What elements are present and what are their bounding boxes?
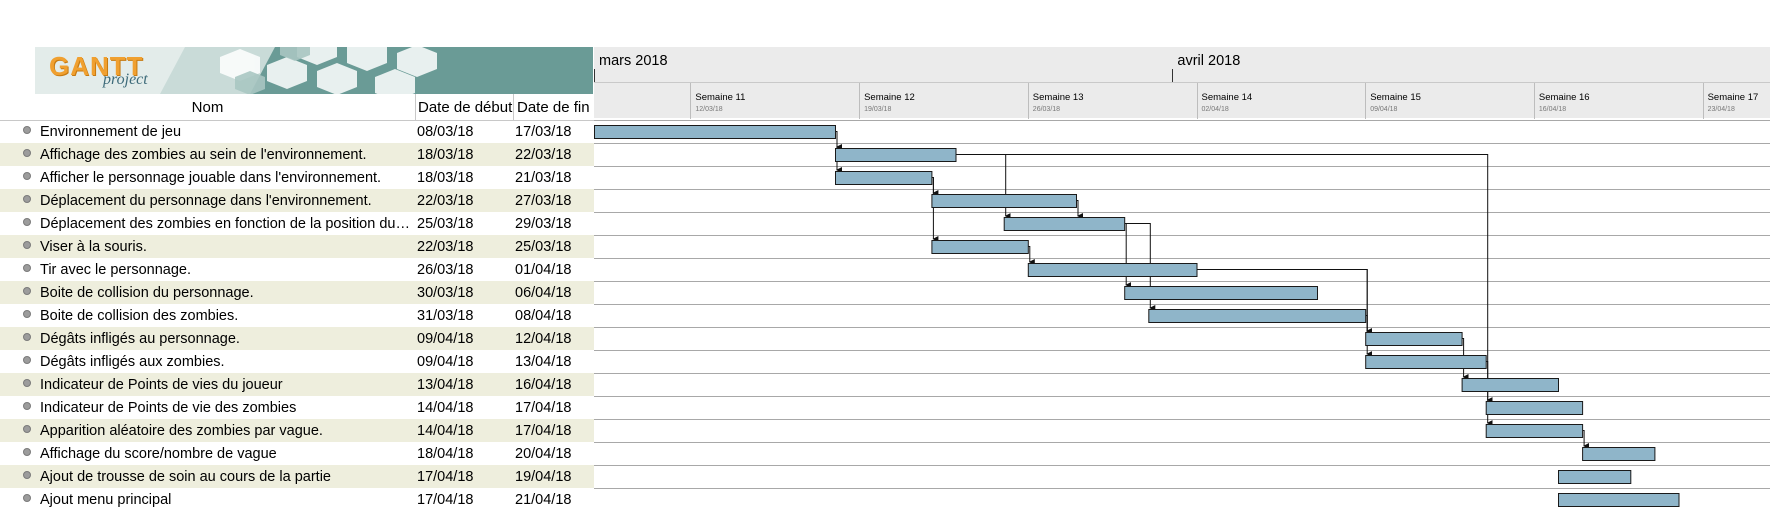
task-bar[interactable] — [835, 148, 957, 162]
week-date: 19/03/18 — [864, 106, 892, 113]
week-column-header: Semaine 11 12/03/18 — [690, 83, 860, 119]
task-bar[interactable] — [1003, 217, 1126, 231]
week-column-header: Semaine 12 19/03/18 — [859, 83, 1029, 119]
week-label: Semaine 11 — [695, 92, 746, 103]
honeycomb-logo-graphic — [35, 47, 437, 94]
task-bullet-icon — [23, 172, 31, 180]
task-bar[interactable] — [931, 194, 1078, 208]
month-label: mars 2018 — [599, 53, 668, 69]
task-bullet-icon — [23, 149, 31, 157]
task-bullet-icon — [23, 448, 31, 456]
week-date: 16/04/18 — [1538, 106, 1567, 113]
week-label: Semaine 17 — [1707, 92, 1759, 103]
task-bullet-icon — [23, 425, 31, 433]
task-bullet-icon — [23, 379, 31, 387]
task-bar[interactable] — [1582, 447, 1656, 461]
task-table-header: Nom Date de début Date de fin — [0, 94, 594, 121]
task-bar[interactable] — [1485, 401, 1584, 415]
task-bullet-icon — [23, 310, 31, 318]
task-bullet-icon — [23, 333, 31, 341]
table-row[interactable]: Boite de collision du personnage.30/03/1… — [0, 281, 594, 304]
table-row[interactable]: Ajout de trousse de soin au cours de la … — [0, 465, 594, 488]
month-divider — [594, 69, 595, 82]
task-bar[interactable] — [1365, 355, 1487, 369]
table-row[interactable]: Affichage des zombies au sein de l'envir… — [0, 143, 594, 166]
logo-text-gantt: GANTT — [49, 51, 144, 81]
table-row[interactable]: Afficher le personnage jouable dans l'en… — [0, 166, 594, 189]
month-label: avril 2018 — [1177, 53, 1241, 69]
week-date: 12/03/18 — [695, 106, 723, 113]
task-bullet-icon — [23, 402, 31, 410]
week-column-header: Semaine 14 02/04/18 — [1196, 83, 1367, 119]
task-bar[interactable] — [1558, 493, 1680, 507]
column-header-name[interactable]: Nom — [0, 94, 416, 120]
task-bar[interactable] — [1461, 378, 1559, 392]
dependency-arrow[interactable] — [931, 177, 939, 242]
task-bullet-icon — [23, 195, 31, 203]
task-bar[interactable] — [931, 240, 1029, 254]
dependency-arrow[interactable] — [1124, 223, 1156, 311]
logo-text-project: project — [103, 71, 148, 88]
week-column-header: Semaine 16 16/04/18 — [1533, 83, 1704, 119]
task-bullet-icon — [23, 264, 31, 272]
task-bullet-icon — [23, 241, 31, 249]
week-column-header: Semaine 13 26/03/18 — [1027, 83, 1198, 119]
task-bullet-icon — [23, 218, 31, 226]
column-header-end[interactable]: Date de fin — [517, 99, 590, 116]
task-bar[interactable] — [835, 171, 933, 185]
task-bullet-icon — [23, 287, 31, 295]
week-date: 23/04/18 — [1707, 106, 1735, 113]
table-row[interactable]: Déplacement du personnage dans l'environ… — [0, 189, 594, 212]
column-header-start[interactable]: Date de début — [416, 94, 514, 120]
task-bar[interactable] — [594, 125, 836, 139]
week-label: Semaine 13 — [1032, 92, 1084, 103]
week-label: Semaine 14 — [1201, 92, 1253, 103]
task-bar[interactable] — [1148, 309, 1367, 323]
task-bullet-icon — [23, 494, 31, 502]
week-date: 02/04/18 — [1201, 106, 1229, 113]
logo-banner: GANTT project — [35, 47, 593, 94]
timeline-month-header: mars 2018 avril 2018 — [594, 47, 1770, 82]
week-column-header: Semaine 17 23/04/18 — [1702, 83, 1770, 119]
dependency-arrow[interactable] — [955, 154, 1493, 426]
week-date: 09/04/18 — [1370, 106, 1398, 113]
task-bar[interactable] — [1027, 263, 1198, 277]
task-bullet-icon — [23, 356, 31, 364]
table-row[interactable]: Déplacement des zombies en fonction de l… — [0, 212, 594, 235]
task-bar[interactable] — [1365, 332, 1463, 346]
week-label: Semaine 16 — [1538, 92, 1590, 103]
week-date: 26/03/18 — [1032, 106, 1061, 113]
task-bullet-icon — [23, 126, 31, 134]
task-bar[interactable] — [1558, 470, 1632, 484]
month-divider — [1172, 69, 1174, 82]
task-bar[interactable] — [1485, 424, 1584, 438]
table-row[interactable]: Apparition aléatoire des zombies par vag… — [0, 419, 594, 442]
week-label: Semaine 12 — [864, 92, 915, 103]
task-bullet-icon — [23, 471, 31, 479]
task-bar[interactable] — [1124, 286, 1318, 300]
week-label: Semaine 15 — [1370, 92, 1421, 103]
week-column-header: Semaine 15 09/04/18 — [1365, 83, 1535, 119]
